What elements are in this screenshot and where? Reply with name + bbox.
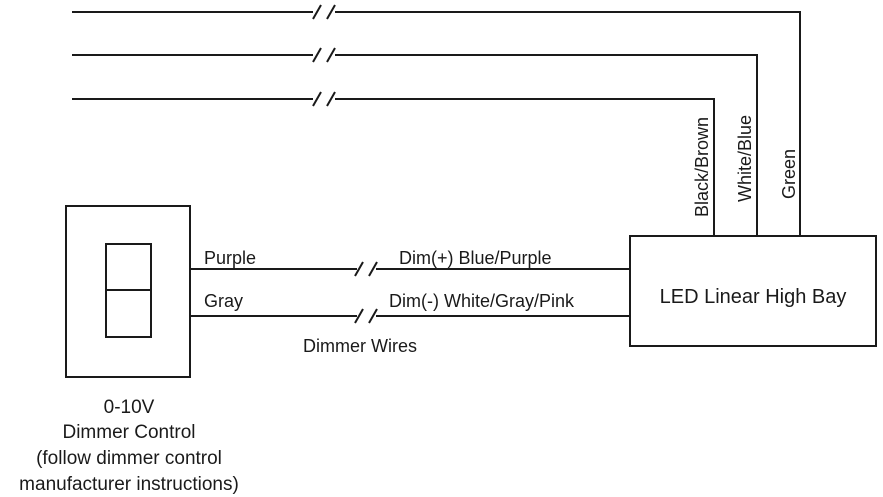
dimmer-wire-label-gray: Gray <box>204 291 243 311</box>
dimmer-control <box>65 205 191 378</box>
wire-break-mark <box>354 308 378 324</box>
power-wire-label-black-brown: Black/Brown <box>692 117 712 217</box>
power-wires <box>72 4 801 236</box>
power-wire-label-white-blue: White/Blue <box>735 115 755 202</box>
led-fixture-label: LED Linear High Bay <box>660 286 847 308</box>
dimmer-wire-label-purple: Purple <box>204 248 256 268</box>
power-wire-green <box>72 11 801 236</box>
led-fixture-box <box>629 235 877 347</box>
wire-break-mark <box>312 47 336 63</box>
dimmer-switch-paddle-top <box>105 243 152 291</box>
wire-break-mark <box>354 261 378 277</box>
dimmer-caption-line: Dimmer Control <box>62 422 195 443</box>
dimmer-wire-label-dim-negative: Dim(-) White/Gray/Pink <box>389 291 575 311</box>
dimmer-wires-caption: Dimmer Wires <box>303 336 417 356</box>
dimmer-wire-label-dim-positive: Dim(+) Blue/Purple <box>399 248 552 268</box>
dimmer-caption-line: 0-10V <box>104 397 155 418</box>
power-wire-white-blue <box>72 54 758 236</box>
dimmer-wires <box>190 261 630 324</box>
power-wire-label-green: Green <box>779 149 799 199</box>
wire-break-mark <box>312 91 336 107</box>
dimmer-caption-line: manufacturer instructions) <box>19 474 239 495</box>
dimmer-switch-paddle-bottom <box>105 289 152 338</box>
dimmer-caption-line: (follow dimmer control <box>36 448 222 469</box>
wire-break-mark <box>312 4 336 20</box>
dimmer-control-caption: 0-10V Dimmer Control (follow dimmer cont… <box>19 397 239 495</box>
power-wire-black-brown <box>72 98 715 236</box>
